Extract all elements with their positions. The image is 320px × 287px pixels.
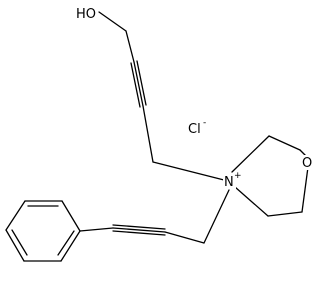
nitrogen-charge: +	[234, 171, 242, 181]
oxygen-mask	[301, 155, 314, 170]
hydroxybutynyl-chain	[98, 11, 225, 181]
bond-c-c-lower	[267, 211, 303, 217]
bond-alkyne-phenyl	[79, 227, 114, 232]
chloride-label: Cl	[188, 122, 201, 137]
bond-ch2-alkyne	[125, 30, 135, 63]
bond-oh-ch2	[98, 11, 127, 32]
nitrogen-label: N	[224, 175, 234, 190]
chloride-charge: -	[203, 118, 206, 128]
triple-bond-lower-bottom	[112, 230, 166, 236]
bond-n-c-upper	[231, 135, 270, 173]
hydroxyl-label: HO	[76, 7, 96, 22]
bond-c-c-upper	[268, 135, 301, 151]
ring-double-bond-inner-3	[57, 230, 75, 256]
bond-ch2-alkyne-lower	[164, 231, 205, 244]
bond-ch2-nitrogen	[152, 161, 225, 181]
benzene-ring	[5, 200, 81, 262]
bond-nitrogen-ch2	[203, 189, 230, 244]
triple-bond-lower-center	[112, 227, 166, 233]
bond-o-c-lower	[301, 166, 309, 213]
ring-bond-6	[60, 230, 81, 262]
bond-alkyne-ch2	[142, 105, 154, 163]
oxygen-label: O	[302, 156, 312, 171]
triple-bond-lower-top	[112, 224, 166, 230]
ring-bond-1	[61, 200, 81, 232]
triple-bond-upper-center	[133, 61, 144, 107]
nitrogen-mask	[223, 173, 236, 189]
ring-bond-3	[5, 200, 26, 231]
phenylpropynyl-chain	[79, 189, 230, 244]
atom-labels: HO Cl - N + O	[76, 7, 314, 190]
bond-c-n-lower	[234, 186, 269, 217]
triple-bond-upper-left	[130, 62, 141, 108]
ring-double-bond-inner-2	[11, 229, 28, 256]
triple-bond-upper-right	[136, 60, 147, 106]
ring-bond-4	[5, 229, 25, 262]
morpholine-ring	[231, 135, 309, 217]
